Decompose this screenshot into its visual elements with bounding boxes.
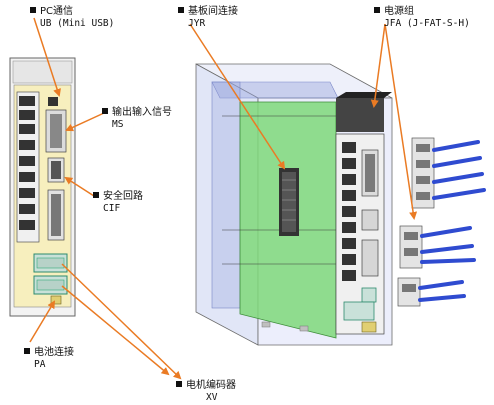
label-xv-code: XV (206, 392, 218, 403)
label-xv-name: 电机编码器 (186, 380, 236, 391)
bullet-square-icon (176, 381, 182, 387)
label-motor-encoder: 电机编码器 XV (176, 380, 236, 404)
arrow-pa (29, 300, 56, 343)
arrow-pc (33, 17, 61, 97)
bullet-square-icon (93, 192, 99, 198)
label-pc-communication: PC通信 UB (Mini USB) (30, 6, 114, 30)
front-panel (9, 57, 76, 317)
label-ms-name: 输出输入信号 (112, 107, 172, 118)
arrow-xv-2 (61, 285, 170, 376)
label-cif-name: 安全回路 (103, 191, 143, 202)
servo-unit-3d (195, 63, 393, 346)
label-jyr-name: 基板间连接 (188, 6, 238, 17)
bullet-square-icon (24, 348, 30, 354)
power-plug-middle (399, 225, 476, 269)
label-power-group: 电源组 JFA (J-FAT-S-H) (374, 6, 470, 30)
bullet-square-icon (30, 7, 36, 13)
label-pc-name: PC通信 (40, 6, 74, 17)
front-encoder-ports (33, 253, 68, 295)
bullet-square-icon (178, 7, 184, 13)
callout-arrows (29, 17, 418, 380)
label-pc-code: UB (Mini USB) (40, 18, 115, 29)
power-plug-top (411, 137, 486, 209)
label-jfa-name: 电源组 (384, 6, 414, 17)
power-plugs (397, 137, 486, 307)
bullet-square-icon (374, 7, 380, 13)
label-battery-connection: 电池连接 PA (24, 347, 74, 371)
label-board-connection: 基板间连接 JYR (178, 6, 238, 30)
arrow-jyr (189, 23, 286, 170)
battery-port (50, 295, 62, 305)
power-plug-bottom (397, 277, 466, 307)
arrow-jfa-2 (384, 23, 418, 220)
front-right-connector-column (45, 97, 67, 241)
label-jyr-code: JYR (188, 18, 206, 29)
arrow-cif (64, 176, 95, 197)
label-safety-circuit: 安全回路 CIF (93, 191, 143, 215)
unit-connector-column (335, 92, 392, 335)
arrow-ms (65, 112, 105, 132)
label-io-signal: 输出输入信号 MS (102, 107, 172, 131)
board-to-board-connector (279, 168, 299, 236)
arrow-jfa-1 (370, 23, 386, 108)
label-cif-code: CIF (103, 203, 121, 214)
bullet-square-icon (102, 108, 108, 114)
arrow-xv-1 (61, 263, 182, 380)
front-left-connector-column (16, 91, 40, 243)
label-ms-code: MS (112, 119, 124, 130)
label-pa-code: PA (34, 359, 46, 370)
label-pa-name: 电池连接 (34, 347, 74, 358)
label-jfa-code: JFA (J-FAT-S-H) (384, 18, 470, 29)
